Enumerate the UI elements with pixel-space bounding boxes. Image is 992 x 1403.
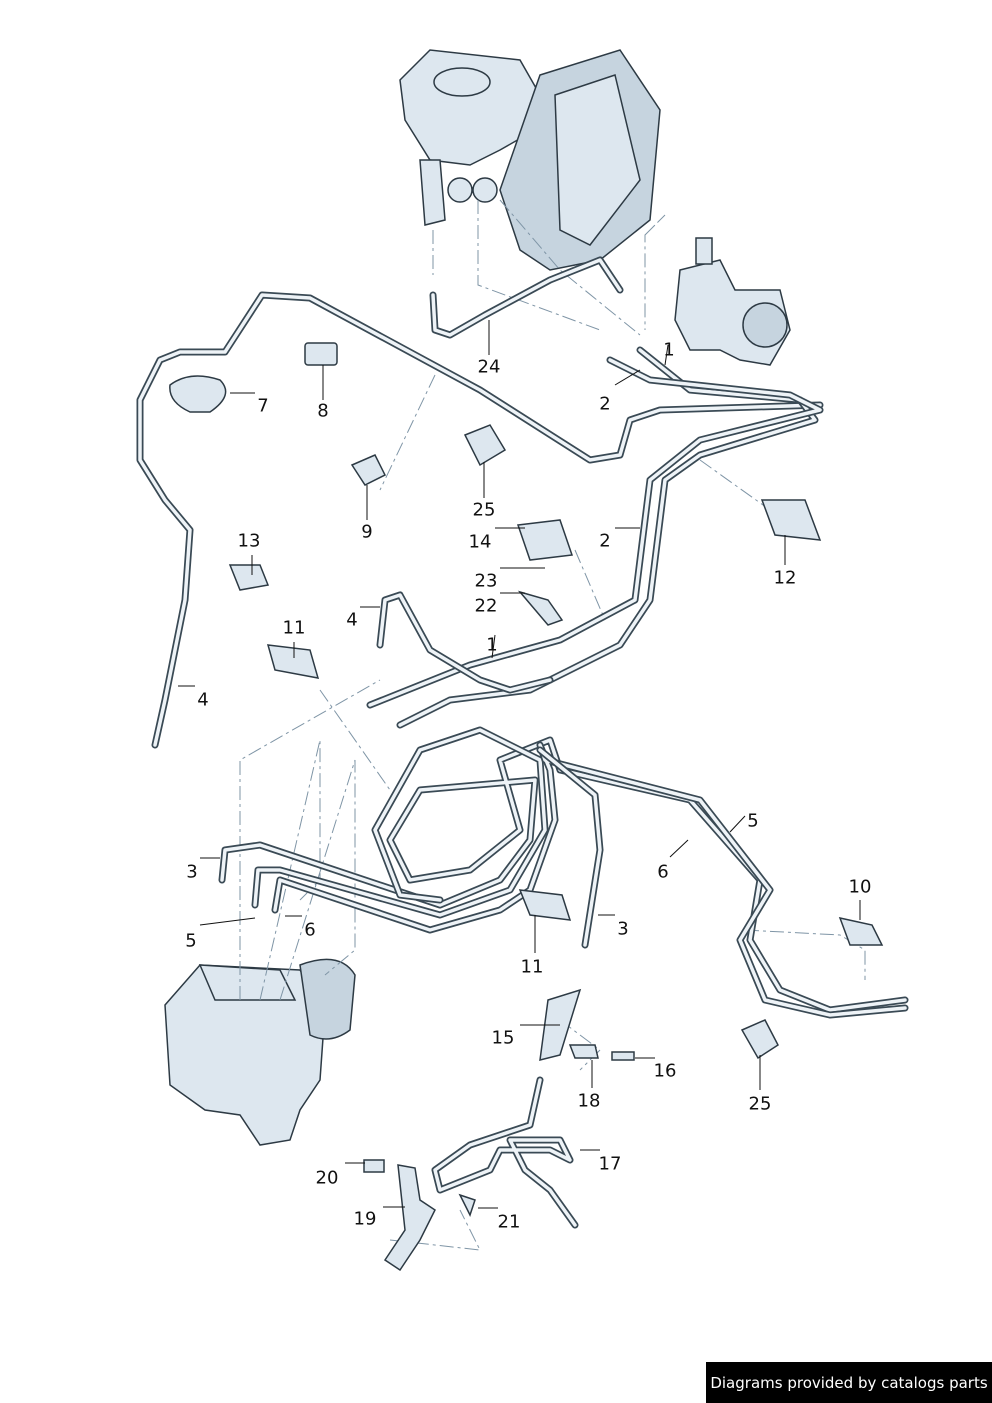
callout-19[interactable]: 19 <box>353 1208 377 1230</box>
callout-24[interactable]: 24 <box>477 356 501 378</box>
leader-lines <box>178 320 861 1209</box>
callout-2[interactable]: 2 <box>599 530 611 552</box>
callout-20[interactable]: 20 <box>315 1167 339 1189</box>
callout-21[interactable]: 21 <box>497 1211 521 1233</box>
callout-4[interactable]: 4 <box>197 689 209 711</box>
callout-3[interactable]: 3 <box>617 918 629 940</box>
callout-5[interactable]: 5 <box>185 930 197 952</box>
callout-16[interactable]: 16 <box>653 1060 677 1082</box>
callout-25[interactable]: 25 <box>472 499 496 521</box>
callout-8[interactable]: 8 <box>317 400 329 422</box>
callout-1[interactable]: 1 <box>663 339 675 361</box>
callout-25[interactable]: 25 <box>748 1093 772 1115</box>
callout-22[interactable]: 22 <box>474 595 498 617</box>
callout-1[interactable]: 1 <box>486 634 498 656</box>
callout-11[interactable]: 11 <box>520 956 544 978</box>
callout-9[interactable]: 9 <box>361 521 373 543</box>
abs-control-unit[interactable] <box>164 958 356 1146</box>
master-cylinder-booster[interactable] <box>399 49 661 271</box>
callout-10[interactable]: 10 <box>848 876 872 898</box>
brake-pipes[interactable] <box>136 256 909 1229</box>
callout-4[interactable]: 4 <box>346 609 358 631</box>
callout-5[interactable]: 5 <box>747 810 759 832</box>
attribution-footer: Diagrams provided by catalogs parts <box>706 1362 992 1403</box>
callout-15[interactable]: 15 <box>491 1027 515 1049</box>
callout-6[interactable]: 6 <box>657 861 669 883</box>
callout-18[interactable]: 18 <box>577 1090 601 1112</box>
callout-17[interactable]: 17 <box>598 1153 622 1175</box>
callout-6[interactable]: 6 <box>304 919 316 941</box>
callout-3[interactable]: 3 <box>186 861 198 883</box>
callout-7[interactable]: 7 <box>257 395 269 417</box>
callout-12[interactable]: 12 <box>773 567 797 589</box>
callout-23[interactable]: 23 <box>474 570 498 592</box>
small-parts[interactable] <box>169 342 884 1272</box>
vacuum-pump[interactable] <box>674 237 791 366</box>
callout-14[interactable]: 14 <box>468 531 492 553</box>
callout-2[interactable]: 2 <box>599 393 611 415</box>
callout-11[interactable]: 11 <box>282 617 306 639</box>
callout-13[interactable]: 13 <box>237 530 261 552</box>
